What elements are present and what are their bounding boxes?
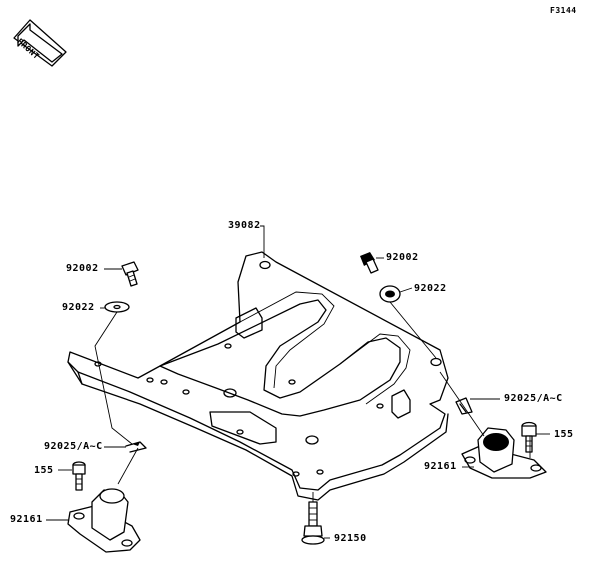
label-92022-left: 92022 [62, 302, 95, 313]
label-92025-left: 92025/A~C [44, 441, 103, 452]
figure-code: F3144 [550, 6, 577, 15]
bolt-92002-left [121, 261, 139, 287]
label-92002-right: 92002 [386, 252, 419, 263]
pin-92025-left [125, 441, 147, 453]
label-92022-right: 92022 [414, 283, 447, 294]
bolt-155-right [521, 421, 537, 453]
engine-mount-right [461, 427, 547, 479]
skid-plate-frame [67, 251, 449, 501]
label-92025-right: 92025/A~C [504, 393, 563, 404]
front-arrow-icon [13, 19, 67, 67]
label-92150: 92150 [334, 533, 367, 544]
label-155-left: 155 [34, 465, 54, 476]
leader-lines [46, 225, 550, 539]
washer-92022-left [104, 301, 130, 313]
label-155-right: 155 [554, 429, 574, 440]
label-92161-right: 92161 [424, 461, 457, 472]
pin-92025-right [455, 397, 473, 415]
bolt-92150 [301, 501, 325, 545]
label-92002-left: 92002 [66, 263, 99, 274]
engine-mount-left [67, 488, 141, 553]
label-39082: 39082 [228, 220, 261, 231]
washer-92022-right [379, 285, 401, 303]
label-92161-left: 92161 [10, 514, 43, 525]
bolt-155-left [72, 461, 86, 491]
bolt-92002-right [360, 252, 379, 274]
